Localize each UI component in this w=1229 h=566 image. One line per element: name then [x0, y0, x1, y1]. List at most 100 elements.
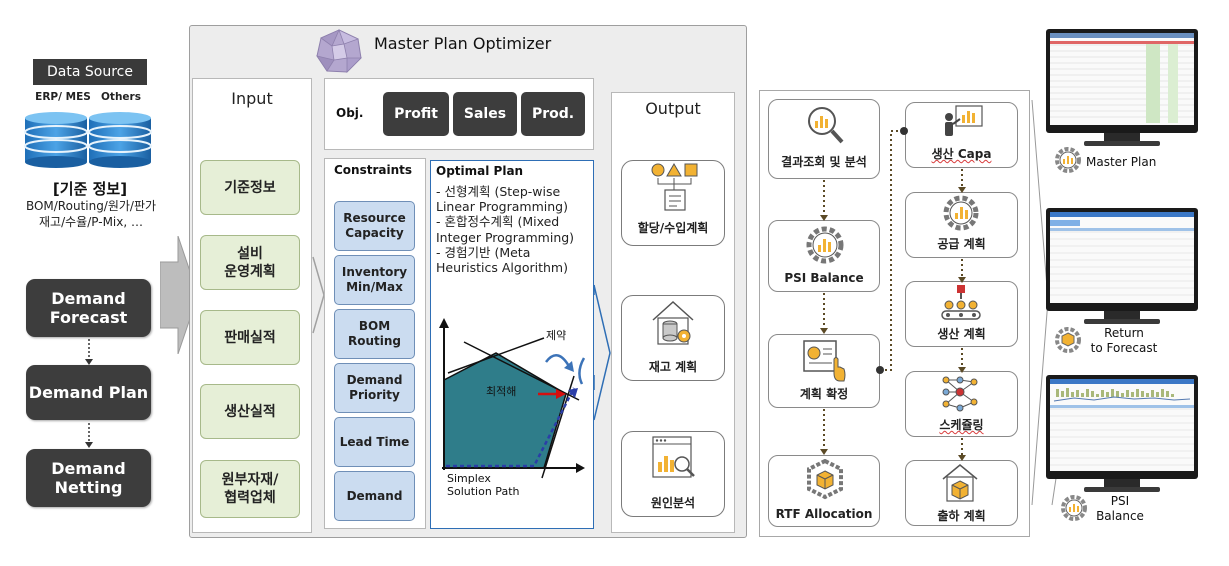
method-line: Heuristics Algorithm)	[436, 260, 568, 276]
monitor-label-line: to Forecast	[1090, 341, 1158, 355]
input-item-label: 기준정보	[224, 179, 276, 196]
simplex-diagram	[439, 318, 586, 479]
input-item-sales-record: 판매실적	[200, 310, 300, 365]
source-others: Others	[101, 91, 141, 103]
data-source-title: Data Source	[33, 59, 147, 85]
simplex-label-line: Solution Path	[447, 485, 520, 498]
monitor-psi-balance-label: PSI Balance	[1090, 494, 1150, 524]
monitor-screen	[1050, 379, 1194, 471]
assembly-icon	[941, 285, 981, 320]
monitor-screen	[1050, 212, 1194, 303]
constraint-inventory-minmax: Inventory Min/Max	[334, 255, 415, 305]
constraint-resource-capacity: Resource Capacity	[334, 201, 415, 251]
method-line: Linear Programming)	[436, 199, 568, 215]
flow-supply-plan-label: 공급 계획	[937, 237, 986, 251]
constraints-title: Constraints	[334, 163, 413, 177]
input-item-label: 설비	[237, 245, 263, 262]
objective-label: Obj.	[336, 106, 364, 120]
boxes-icon	[807, 459, 843, 500]
database-icon	[24, 112, 152, 168]
constraint-label: Demand	[346, 373, 403, 387]
demand-forecast-line-2: Forecast	[49, 308, 128, 327]
monitor-base	[1084, 487, 1160, 492]
document-hand-icon	[803, 340, 846, 382]
method-line: - 선형계획 (Step-wise	[436, 184, 561, 199]
input-item-label: 원부자재/	[221, 472, 279, 488]
objective-sales: Sales	[453, 92, 517, 136]
input-title: Input	[231, 89, 273, 108]
flow-connectors	[820, 127, 966, 461]
shapes-doc-icon	[651, 163, 698, 211]
flow-scheduling-label: 스케쥴링	[905, 416, 1018, 433]
input-item-base-info: 기준정보	[200, 160, 300, 215]
flow-production-capa-label: 생산 Capa	[905, 145, 1018, 162]
presenter-icon	[945, 105, 983, 136]
input-item-equipment-plan: 설비 운영계획	[200, 235, 300, 290]
base-info-line-1: BOM/Routing/원가/판가	[25, 199, 157, 213]
polyhedron-icon	[316, 29, 362, 73]
gear-chart-icon	[806, 226, 844, 264]
demand-netting-line-1: Demand	[51, 459, 126, 478]
search-chart-icon	[808, 107, 844, 144]
monitor-stand	[1104, 133, 1140, 141]
input-item-label: 운영계획	[224, 263, 276, 280]
constraint-demand-priority: Demand Priority	[334, 363, 415, 413]
network-icon	[942, 376, 978, 412]
optimal-plan-title: Optimal Plan	[436, 164, 524, 178]
demand-netting-box: Demand Netting	[26, 449, 151, 507]
input-arrow	[160, 236, 199, 354]
constraint-line	[541, 375, 575, 479]
monitor-label-line: Balance	[1096, 509, 1144, 523]
simplex-label-line: Simplex	[447, 472, 491, 485]
constraint-label: Priority	[349, 388, 400, 402]
output-title: Output	[645, 99, 701, 118]
constraint-line	[447, 337, 545, 374]
gear-chart-icon	[1061, 495, 1087, 521]
flow-label-text: 생산 Capa	[931, 147, 992, 161]
demand-forecast-line-1: Demand	[51, 289, 126, 308]
constraint-demand: Demand	[334, 471, 415, 521]
method-line: Integer Programming)	[436, 229, 575, 245]
input-item-production-record: 생산실적	[200, 384, 300, 439]
constraint-lead-time: Lead Time	[334, 417, 415, 467]
monitor-label-line: Return	[1104, 326, 1144, 340]
input-panel	[192, 78, 312, 533]
gear-chart-icon	[943, 195, 979, 231]
constraint-label: 제약	[546, 329, 567, 342]
simplex-path-label: Simplex Solution Path	[447, 472, 519, 498]
input-item-label: 협력업체	[224, 490, 276, 506]
constraint-label: Resource	[343, 211, 406, 225]
objective-profit: Profit	[383, 92, 449, 136]
boxes-icon	[1055, 327, 1081, 353]
monitor-return-forecast-label: Return to Forecast	[1086, 326, 1162, 356]
monitor-master-plan-label: Master Plan	[1086, 155, 1157, 169]
flow-label-text: 스케쥴링	[939, 418, 984, 432]
constraint-arrow	[578, 357, 586, 385]
flow-plan-confirm-label: 계획 확정	[799, 387, 849, 401]
constraint-bom-routing: BOM Routing	[334, 309, 415, 359]
demand-plan-label: Demand Plan	[28, 383, 149, 402]
constraint-line	[463, 341, 580, 401]
optimum-label: 최적해	[486, 385, 517, 398]
warehouse-icon	[652, 300, 694, 345]
chevron-right-icon	[593, 284, 611, 421]
output-root-cause-label: 원인분석	[650, 496, 696, 510]
constraint-label: BOM	[358, 319, 391, 333]
flow-rtf-allocation-label: RTF Allocation	[775, 507, 873, 521]
monitor-screen	[1050, 33, 1194, 125]
input-item-label: 생산실적	[224, 403, 276, 420]
base-info-title: [기준 정보]	[52, 180, 128, 198]
method-line: - 경험기반 (Meta	[436, 244, 531, 260]
constraint-label: Capacity	[345, 226, 404, 240]
method-line: - 혼합정수계획 (Mixed	[436, 214, 560, 230]
demand-plan-box: Demand Plan	[26, 365, 151, 420]
output-inventory-label: 재고 계획	[648, 360, 698, 374]
analysis-icon	[652, 436, 695, 478]
monitor-stand	[1104, 479, 1140, 487]
feasible-region	[443, 352, 567, 469]
constraint-label: Inventory	[341, 265, 408, 279]
simplex-path	[446, 387, 576, 468]
flow-shipping-plan-label: 출하 계획	[937, 509, 986, 523]
optimal-plan-methods: - 선형계획 (Step-wise Linear Programming) - …	[436, 184, 594, 275]
constraint-label: Min/Max	[346, 280, 403, 294]
